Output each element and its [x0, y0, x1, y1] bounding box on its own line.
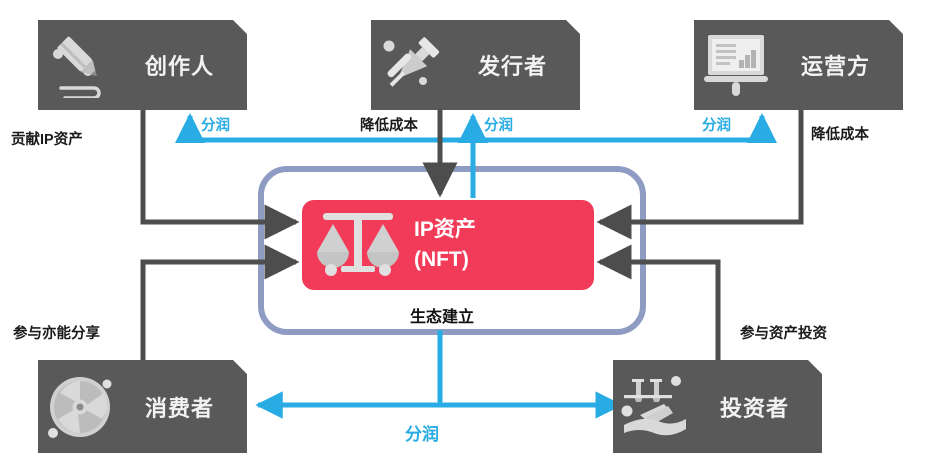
pushpin-icon — [371, 20, 455, 110]
role-box-operator[interactable]: 运营方 — [694, 20, 903, 110]
role-box-investor[interactable]: 投资者 — [613, 360, 822, 453]
edge-label-investor-invest: 参与资产投资 — [740, 326, 827, 342]
edge-label-share-1: 分润 — [201, 118, 230, 134]
edge-label-cost-reduce-2: 降低成本 — [811, 127, 869, 143]
presentation-chart-icon — [694, 20, 778, 110]
role-box-publisher[interactable]: 发行者 — [371, 20, 580, 110]
wire-consumer-to-asset — [140, 244, 300, 370]
ip-asset-line2: (NFT) — [414, 248, 469, 271]
ecosystem-label: 生态建立 — [410, 309, 475, 326]
edge-label-share-3: 分润 — [702, 118, 731, 134]
edge-label-share-2: 分润 — [484, 118, 513, 134]
role-label-publisher: 发行者 — [477, 54, 547, 79]
role-label-operator: 运营方 — [800, 54, 870, 79]
role-label-investor: 投资者 — [719, 395, 789, 421]
edge-label-consumer-share: 参与亦能分享 — [13, 326, 100, 342]
edge-label-creator-contrib: 贡献IP资产 — [11, 132, 83, 148]
edge-label-bottom-share: 分润 — [405, 425, 439, 444]
hand-coins-icon — [613, 360, 697, 453]
ip-asset-text: IP资产 (NFT) — [414, 215, 594, 276]
pencil-icon — [38, 20, 122, 110]
wire-investor-to-asset — [596, 244, 721, 370]
role-label-consumer: 消费者 — [144, 395, 214, 421]
ip-asset-line1: IP资产 — [414, 217, 476, 241]
role-label-creator: 创作人 — [144, 54, 214, 79]
wire-operator-to-asset — [596, 110, 804, 240]
ip-asset-card[interactable]: IP资产 (NFT) — [302, 200, 594, 290]
radiation-wheel-icon — [38, 360, 122, 453]
wire-creator-to-asset — [140, 110, 300, 240]
role-box-creator[interactable]: 创作人 — [38, 20, 247, 110]
edge-label-cost-reduce-1: 降低成本 — [360, 118, 418, 134]
balance-scales-icon — [302, 200, 414, 290]
role-box-consumer[interactable]: 消费者 — [38, 360, 247, 453]
